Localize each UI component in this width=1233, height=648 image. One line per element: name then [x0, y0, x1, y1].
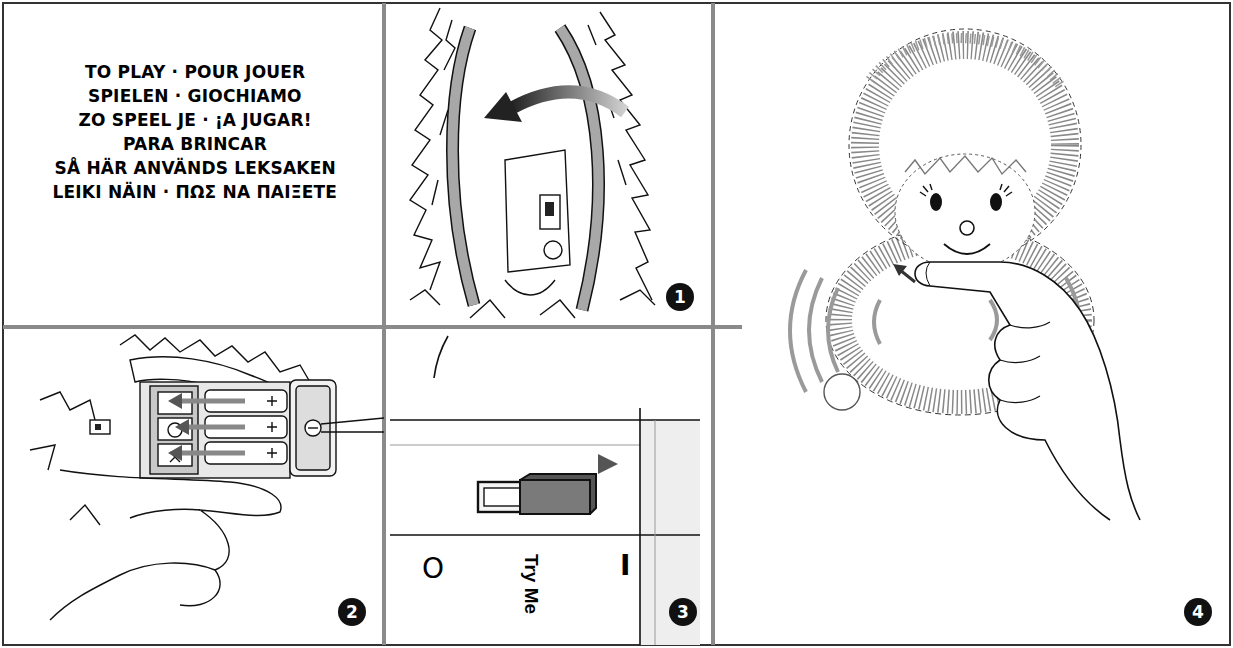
- back-flap-illustration-part: [505, 280, 555, 295]
- panel-frame-part: [3, 325, 742, 329]
- back-flap-illustration-part: [545, 202, 554, 216]
- toy-illustration: [790, 29, 1140, 520]
- switch-illustration: [390, 336, 700, 645]
- toy-illustration-part: [1000, 322, 1050, 403]
- toy-illustration-part: [790, 270, 838, 392]
- callout-number: 1: [666, 283, 694, 311]
- battery-illustration-part: [130, 509, 200, 518]
- back-flap-illustration-part: [484, 92, 522, 122]
- battery-illustration-part: [168, 393, 182, 409]
- back-flap-illustration-part: [600, 12, 652, 300]
- callout-number: 3: [669, 598, 697, 626]
- switch-illustration-part: [390, 419, 700, 421]
- toy-illustration-part: [920, 184, 1012, 196]
- battery-illustration-part: [90, 420, 110, 434]
- switch-illustration-part: [639, 408, 641, 645]
- battery-illustration-part: [158, 418, 192, 440]
- switch-illustration-part: [390, 534, 700, 536]
- battery-illustration-part: [308, 427, 318, 428]
- battery-illustration-part: [30, 392, 100, 525]
- callout-number: 4: [1184, 598, 1212, 626]
- battery-illustration-part: [95, 424, 101, 430]
- back-flap-illustration-part: [512, 92, 625, 112]
- toy-illustration-part: [930, 193, 942, 211]
- toy-illustration-part: [915, 262, 1140, 520]
- off-symbol: O: [422, 554, 444, 584]
- panel-frame: [3, 3, 1230, 645]
- switch-illustration-part: [655, 420, 656, 645]
- switch-illustration-part: [598, 454, 618, 474]
- switch-illustration-part: [640, 420, 700, 645]
- back-flap-illustration-part: [544, 241, 562, 259]
- heading-line: LEIKI NÄIN · ΠΩΣ ΝΑ ΠΑΙΞΕΤΕ: [53, 181, 338, 203]
- battery-illustration-part: [267, 396, 277, 458]
- battery-illustration-part: [290, 380, 336, 476]
- heading-line: ZO SPEEL JE · ¡A JUGAR!: [79, 109, 312, 131]
- battery-illustration-part: [321, 418, 384, 432]
- back-flap-illustration-part: [505, 150, 570, 272]
- back-flap-illustration-part: [410, 8, 442, 290]
- toy-illustration-part: [944, 244, 990, 254]
- toy-illustration-part: [874, 300, 880, 344]
- switch-illustration-part: [520, 480, 590, 514]
- battery-illustration-part: [140, 382, 290, 478]
- battery-illustration-part: [50, 470, 281, 620]
- switch-illustration-part: [484, 488, 524, 506]
- battery-illustration-part: [175, 419, 189, 435]
- toy-illustration-part: [849, 29, 1081, 261]
- toy-illustration-part: [990, 193, 1002, 211]
- switch-illustration-part: [520, 474, 596, 514]
- panel-frame-part: [3, 3, 1230, 645]
- panel-frame-part: [382, 3, 386, 645]
- heading-line: SPIELEN · GIOCHIAMO: [88, 85, 302, 107]
- battery-illustration-part: [296, 386, 330, 470]
- heading-line: PARA BRINCAR: [123, 133, 267, 155]
- toy-illustration-part: [824, 374, 860, 410]
- toy-illustration-part: [895, 154, 1035, 270]
- back-flap-illustration-part: [540, 195, 560, 229]
- toy-illustration-part: [926, 262, 930, 286]
- toy-illustration-part: [960, 221, 974, 235]
- back-flap-illustration: [410, 8, 655, 318]
- battery-illustration-part: [305, 420, 321, 436]
- battery-illustration: [30, 335, 384, 620]
- switch-illustration-part: [434, 336, 448, 378]
- callout-number: 2: [338, 598, 366, 626]
- back-flap-illustration-part: [453, 28, 475, 305]
- on-symbol: I: [620, 551, 630, 581]
- back-flap-illustration-part: [453, 28, 475, 305]
- heading-line: SÅ HÄR ANVÄNDS LEKSAKEN: [55, 157, 336, 179]
- toy-illustration-part: [905, 156, 1026, 174]
- battery-illustration-part: [180, 570, 220, 606]
- toy-illustration-part: [870, 38, 1060, 85]
- panel-frame-part: [711, 3, 715, 645]
- switch-illustration-part: [522, 461, 600, 468]
- battery-illustration-part: [168, 445, 182, 461]
- toy-illustration-part: [893, 264, 907, 276]
- switch-illustration-part: [390, 445, 640, 446]
- heading-line: TO PLAY · POUR JOUER: [85, 61, 305, 83]
- mode-label: Try Me: [520, 554, 542, 614]
